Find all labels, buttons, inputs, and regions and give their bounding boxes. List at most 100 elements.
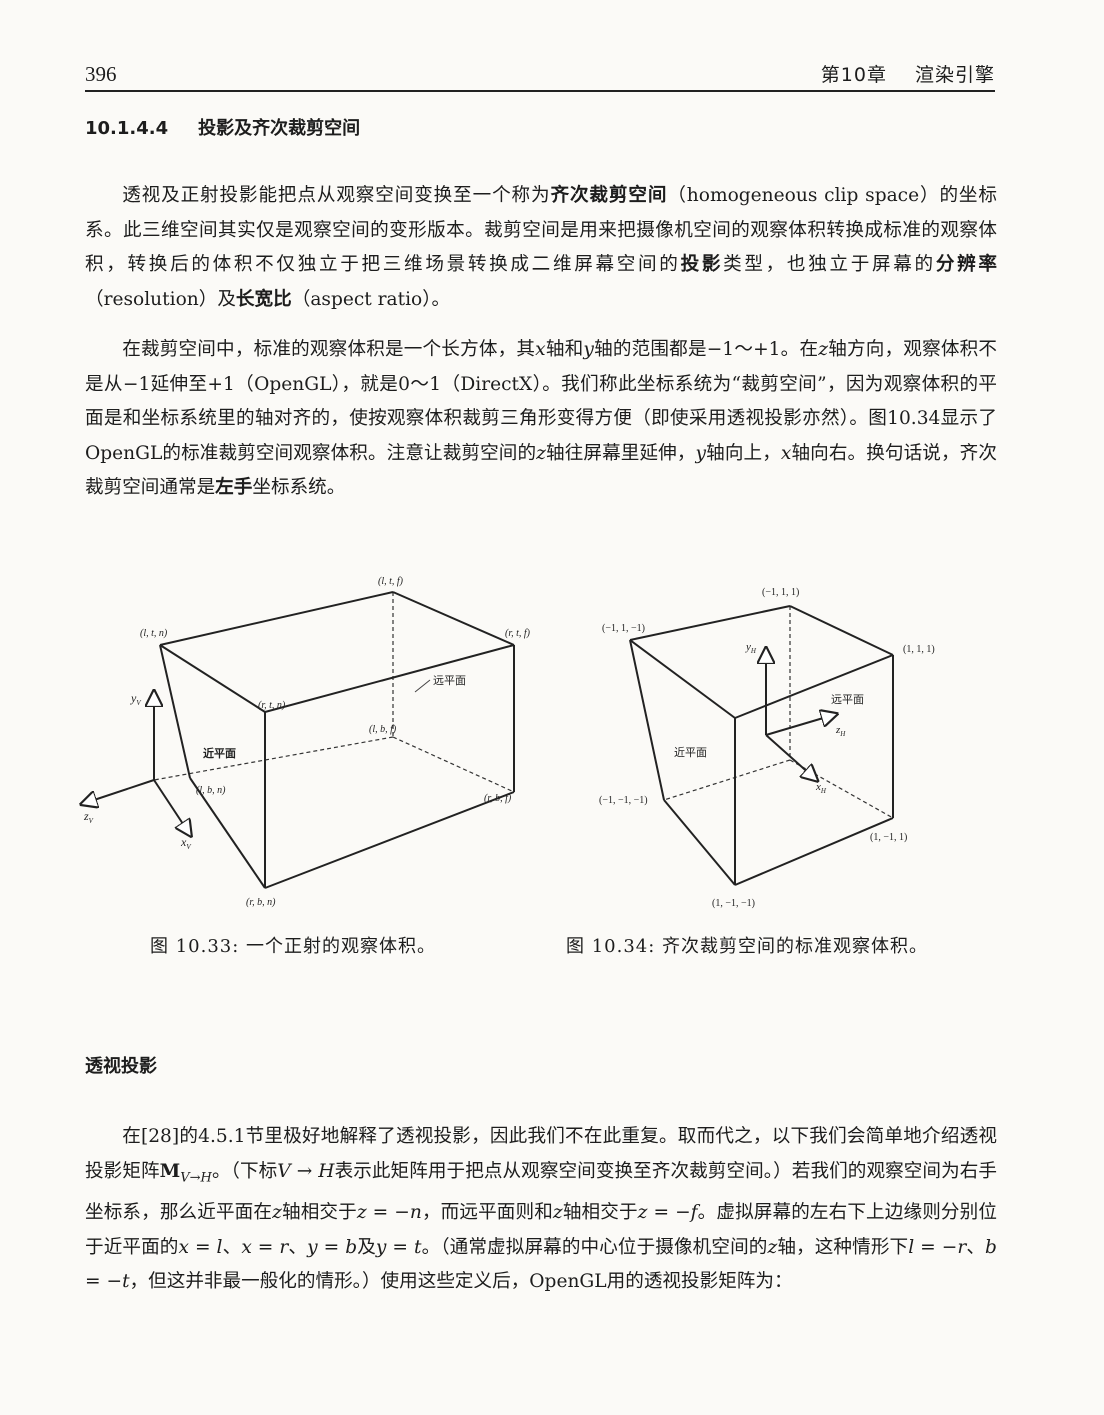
chapter-heading: 第10章 渲染引擎 [821,60,995,87]
text: 轴和 [545,339,584,360]
text: 轴相交于 [562,1201,638,1223]
label-rbn: (r, b, n) [246,897,276,908]
math-var: z [818,339,829,360]
view-space-axes [88,698,187,830]
label-ltf: (l, t, f) [378,576,404,587]
label-lbn: (l, b, n) [196,785,226,796]
section-number: 10.1.4.4 [85,118,169,139]
label-rtf: (r, t, f) [505,628,531,639]
math-arrow: → [290,1160,319,1182]
text: 。（通常虚拟屏幕的中心位于摄像机空间的 [421,1236,768,1258]
math-var: z [272,1201,282,1223]
axis-zh-label: zH [835,724,846,738]
text: 在裁剪空间中，标准的观察体积是一个长方体，其 [122,339,536,360]
label-m11m1: (−1, 1, −1) [602,623,645,634]
term-resolution: 分辨率 [935,254,997,276]
math-var: z [536,442,546,464]
text: 及 [357,1236,376,1258]
math-expr: l = −r [908,1236,967,1258]
label-m111: (−1, 1, 1) [762,587,799,598]
math-var: H [318,1160,335,1182]
math-expr: z = −f [637,1201,698,1223]
figure-2-caption: 图 10.34: 齐次裁剪空间的标准观察体积。 [566,936,929,957]
text: 轴，这种情形下 [777,1236,909,1258]
page-number: 396 [85,62,117,86]
text: （resolution）及 [85,288,236,310]
math-expr: b = −t [85,1236,997,1293]
chapter-title: 渲染引擎 [914,64,995,86]
chapter-number: 第10章 [820,64,887,86]
text: 。虚拟屏幕的左右下上边缘则分别位于近平面的 [85,1201,997,1258]
label-far-plane: 远平面 [433,674,466,687]
text: （homogeneous clip space）的坐标系。此三维空间其实仅是观察… [85,185,997,276]
text: ，而远平面则和 [421,1201,553,1223]
text: 轴向上， [706,442,781,464]
text: 。（下标 [211,1160,278,1182]
term-projection: 投影 [680,254,724,276]
math-expr: x = l [178,1236,223,1258]
figure-1-caption: 图 10.33: 一个正射的观察体积。 [150,936,437,957]
math-var: x [780,442,792,464]
label-m1m1m1: (−1, −1, −1) [599,795,648,806]
text: 、 [222,1236,242,1258]
visible-edges-2 [629,605,894,886]
section-title: 投影及齐次裁剪空间 [198,118,361,139]
axis-z-label: zV [83,809,94,825]
label-near-plane-2: 近平面 [674,746,707,759]
label-rbf: (r, b, f) [484,793,512,804]
matrix-symbol: M [159,1160,181,1182]
label-lbf: (l, b, f) [369,724,397,735]
label-ltn: (l, t, n) [140,628,168,639]
label-p111: (1, 1, 1) [903,644,935,655]
text: 轴相交于 [281,1201,357,1223]
math-expr: y = t [375,1236,422,1258]
text: 透视及正射投影能把点从观察空间变换至一个称为 [122,185,551,206]
math-expr: z = −n [356,1201,422,1223]
label-near-plane: 近平面 [203,746,236,760]
figure-2-diagram: (−1, 1, 1) (−1, 1, −1) (1, 1, 1) (−1, −1… [599,587,935,909]
text: 轴的范围都是−1～+1。在 [593,339,819,360]
hidden-edges [153,592,515,793]
far-plane-leader [414,679,431,693]
axis-yh-label: yH [745,641,757,655]
axis-xh-label: xH [815,781,827,795]
page-header: 396 第10章 渲染引擎 [85,58,995,92]
figure-1-diagram: (l, t, f) (l, t, n) (r, t, f) (r, t, n) … [0,576,531,908]
math-var: z [767,1236,778,1258]
label-rtn: (r, t, n) [258,700,286,711]
text: 类型，也独立于屏幕的 [723,254,936,276]
matrix-subscript: V→H [180,1170,212,1186]
axis-y-label: yV [130,691,141,707]
paragraph-3: 在[28]的4.5.1节里极好地解释了透视投影，因此我们不在此重复。取而代之，以… [85,1120,997,1300]
math-var: x [535,339,546,360]
label-p1m1m1: (1, −1, −1) [712,898,755,909]
math-var: y [583,339,594,360]
text: 轴往屏幕里延伸， [545,442,696,464]
math-expr: x = r [241,1236,289,1258]
paragraph-1: 透视及正射投影能把点从观察空间变换至一个称为齐次裁剪空间（homogeneous… [85,179,997,317]
subsection-heading: 透视投影 [85,1056,157,1077]
label-p1m11: (1, −1, 1) [870,832,907,843]
term-left-handed: 左手 [215,477,253,499]
term-homogeneous-clip-space: 齐次裁剪空间 [550,185,668,206]
text: 在[28]的4.5.1节里极好地解释了透视投影，因此我们不在此重复。取而代之，以… [85,1126,997,1182]
math-var: y [695,442,707,464]
section-heading: 10.1.4.4 投影及齐次裁剪空间 [85,114,360,140]
hidden-edges-2 [663,606,894,819]
text: 轴方向，观察体积不是从−1延伸至+1（OpenGL），就是0～1（DirectX… [85,339,997,464]
text: 轴向右。换句话说，齐次裁剪空间通常是 [85,442,997,499]
math-var: z [552,1201,563,1223]
math-var: V [277,1160,291,1182]
axis-x-label: xV [180,835,191,851]
text: 、 [288,1236,308,1258]
term-aspect-ratio: 长宽比 [235,288,292,310]
text: ，但这并非最一般化的情形。）使用这些定义后，OpenGL用的透视投影矩阵为： [129,1271,793,1293]
visible-edges [159,591,515,889]
text: （aspect ratio）。 [291,288,451,310]
text: 坐标系统。 [252,477,346,499]
text: 表示此矩阵用于把点从观察空间变换至齐次裁剪空间。）若我们的观察空间为右手坐标系，… [85,1160,998,1223]
clip-space-axes [766,655,830,776]
paragraph-2: 在裁剪空间中，标准的观察体积是一个长方体，其x轴和y轴的范围都是−1～+1。在z… [85,333,997,506]
math-expr: y = b [307,1236,358,1258]
label-far-plane-2: 远平面 [831,693,864,706]
